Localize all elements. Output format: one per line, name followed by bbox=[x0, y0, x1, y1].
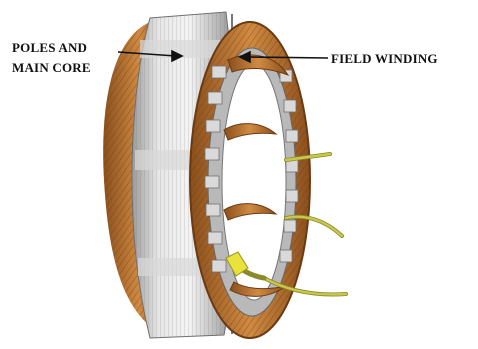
field-winding-label: FIELD WINDING bbox=[331, 49, 438, 69]
poles-main-core-label: POLES AND MAIN CORE bbox=[12, 38, 91, 78]
poles-label-line2: MAIN CORE bbox=[12, 58, 91, 78]
poles-label-line1: POLES AND bbox=[12, 38, 91, 58]
